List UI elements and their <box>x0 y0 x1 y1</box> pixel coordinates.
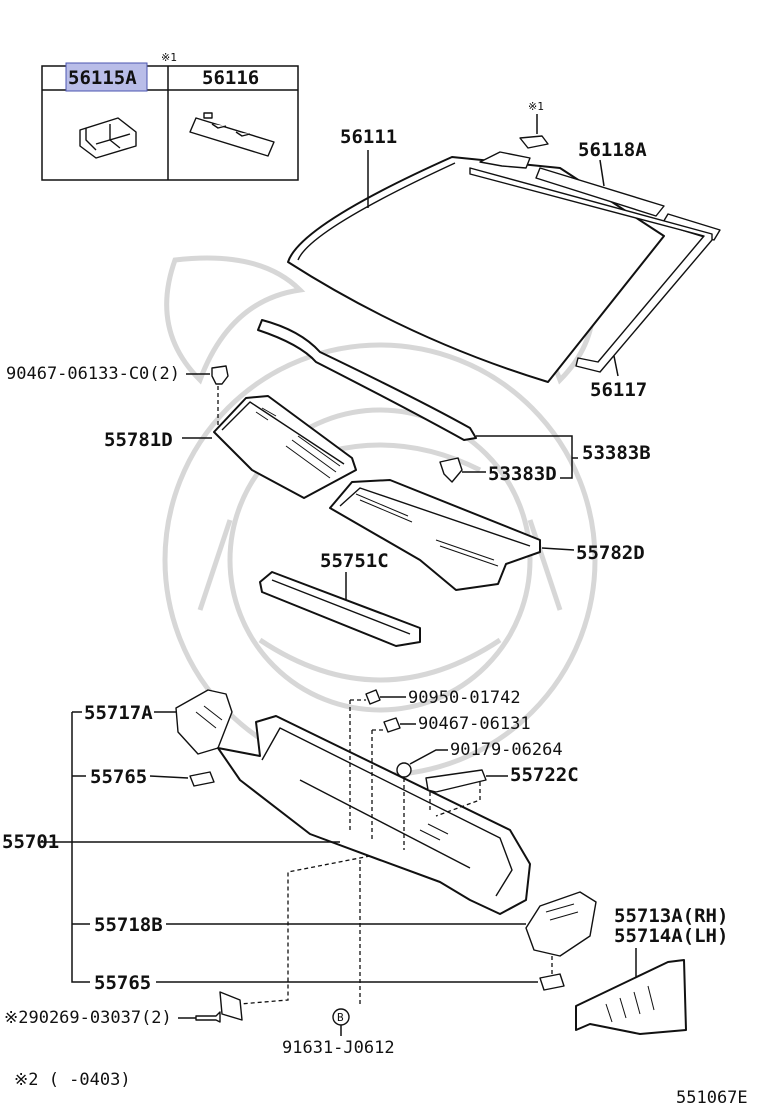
label-90269-03037[interactable]: ※290269-03037(2) <box>4 1008 172 1028</box>
label-55714A[interactable]: 55714A(LH) <box>614 925 728 947</box>
side-panel-55713A-drawing <box>575 959 687 1035</box>
inset-table: 56115A 56116 ※1 <box>41 51 299 181</box>
seal-55751C-drawing <box>259 571 421 647</box>
bracket-55717A-drawing <box>175 689 233 755</box>
label-56117[interactable]: 56117 <box>590 379 647 401</box>
label-90179-06264[interactable]: 90179-06264 <box>450 740 563 760</box>
clip-56115A-drawing <box>79 117 137 159</box>
moulding-56118A-drawing <box>479 151 721 241</box>
label-55701[interactable]: 55701 <box>2 831 59 853</box>
clip-90467-06133-drawing <box>211 365 229 432</box>
highlight-56115A <box>65 62 148 92</box>
label-56115A[interactable]: 56115A <box>68 67 137 89</box>
reference-code: 551067E <box>676 1088 748 1108</box>
label-53383B[interactable]: 53383B <box>582 442 651 464</box>
label-55781D[interactable]: 55781D <box>104 429 173 451</box>
label-55718B[interactable]: 55718B <box>94 914 163 936</box>
label-55751C[interactable]: 55751C <box>320 550 389 572</box>
label-56116[interactable]: 56116 <box>202 67 259 89</box>
weatherstrip-drawing <box>257 319 477 441</box>
cowl-louver-right-drawing <box>329 479 541 591</box>
windshield-glass <box>287 156 665 383</box>
note-mark-clip: ※1 <box>528 100 544 113</box>
bracket-55722C-drawing <box>425 769 487 793</box>
label-55713A[interactable]: 55713A(RH) <box>614 905 728 927</box>
note-mark-1: ※1 <box>161 51 177 64</box>
footnote: ※2 ( -0403) <box>14 1070 131 1090</box>
strip-56116-drawing <box>189 112 275 157</box>
label-90950-01742[interactable]: 90950-01742 <box>408 688 521 708</box>
clip-small-drawing <box>519 135 549 149</box>
clip-53383D-drawing <box>439 457 463 483</box>
label-56118A[interactable]: 56118A <box>578 139 647 161</box>
cowl-panel-55701-drawing <box>217 715 531 915</box>
circle-b-letter: B <box>337 1011 344 1024</box>
label-55717A[interactable]: 55717A <box>84 702 153 724</box>
nut-90179-drawing <box>396 762 412 778</box>
label-55765-lower[interactable]: 55765 <box>94 972 151 994</box>
label-56111[interactable]: 56111 <box>340 126 397 148</box>
fastener-90467-06131-drawing <box>383 717 401 733</box>
label-53383D[interactable]: 53383D <box>488 463 557 485</box>
label-55722C[interactable]: 55722C <box>510 764 579 786</box>
screw-90269-drawing <box>195 991 243 1023</box>
pad-55765-lower-drawing <box>539 956 565 991</box>
label-90467-06131[interactable]: 90467-06131 <box>418 714 531 734</box>
fastener-90950-drawing <box>365 689 381 705</box>
label-55782D[interactable]: 55782D <box>576 542 645 564</box>
cowl-louver-left-drawing <box>213 395 357 499</box>
label-90467-06133[interactable]: 90467-06133-C0(2) <box>6 364 180 384</box>
label-55765-upper[interactable]: 55765 <box>90 766 147 788</box>
pad-55765-upper-drawing <box>189 771 215 787</box>
label-91631-J0612[interactable]: 91631-J0612 <box>282 1038 395 1058</box>
bracket-55718B-drawing <box>525 891 597 957</box>
dam-56117-drawing <box>469 167 713 373</box>
